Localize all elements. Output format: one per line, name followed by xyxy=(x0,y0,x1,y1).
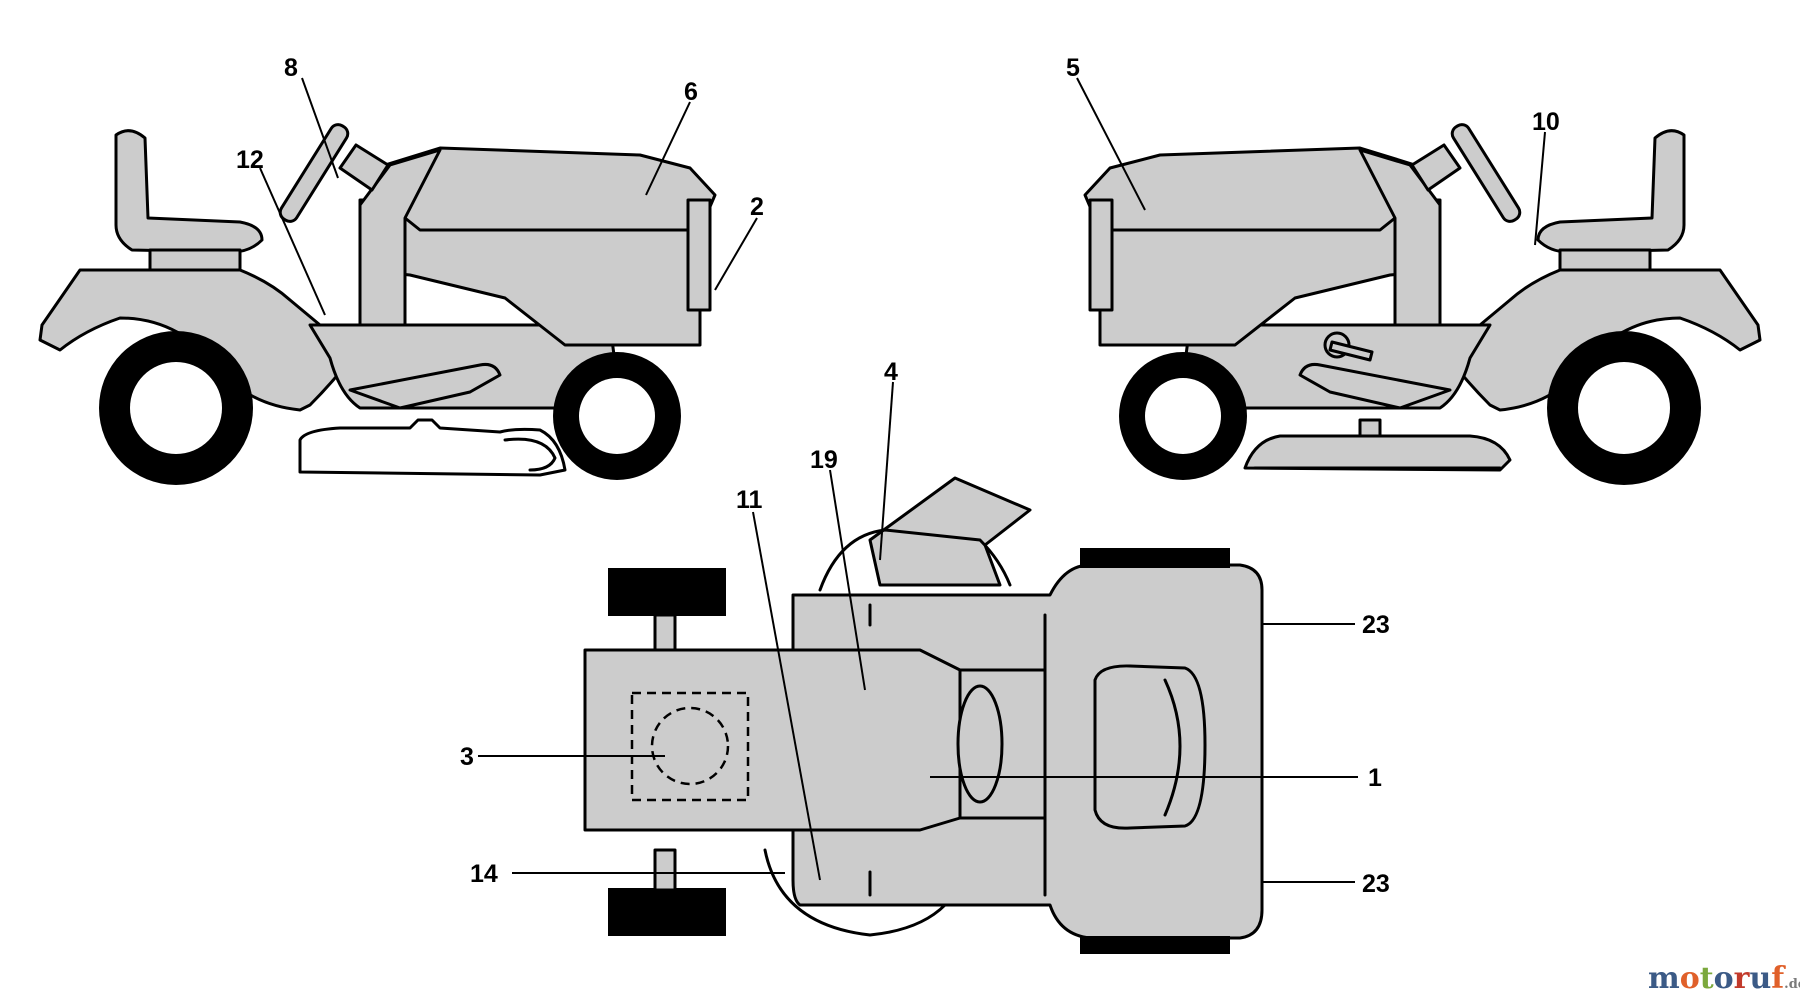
rear-wheel-top-1 xyxy=(1080,548,1230,568)
leader-19 xyxy=(829,469,866,691)
deck-link-left xyxy=(348,363,502,410)
callout-23b: 23 xyxy=(1362,870,1390,898)
top-view-tractor xyxy=(583,476,1264,954)
leader-2 xyxy=(714,217,758,291)
mower-deck-left xyxy=(298,418,567,477)
dash-left xyxy=(358,148,442,327)
leader-12 xyxy=(259,167,326,316)
leader-6 xyxy=(645,101,691,196)
callout-14: 14 xyxy=(470,860,498,888)
front-wheel-left xyxy=(553,352,681,480)
callout-4: 4 xyxy=(884,358,898,386)
seat-top xyxy=(1093,664,1207,830)
leader-4 xyxy=(879,381,894,561)
steering-column-left xyxy=(338,143,390,192)
deck-chute-left xyxy=(503,437,557,472)
callout-2: 2 xyxy=(750,193,764,221)
front-wheel-top-1 xyxy=(608,568,726,616)
seat-left xyxy=(114,129,264,254)
callout-1: 1 xyxy=(1368,764,1382,792)
steering-wheel-left xyxy=(278,123,350,223)
front-axle-top-2 xyxy=(653,848,677,892)
callout-labels: 8 12 6 2 5 10 4 19 11 23 3 1 14 23 xyxy=(236,54,1560,898)
grille-left xyxy=(686,198,712,312)
hood-left xyxy=(383,146,717,232)
seat-back-top xyxy=(1163,678,1182,817)
callout-19: 19 xyxy=(810,446,838,474)
leader-8 xyxy=(301,77,339,179)
leader-10 xyxy=(1534,131,1546,246)
leader-5 xyxy=(1076,77,1146,211)
seat-support-left xyxy=(148,248,242,272)
engine-outline-top xyxy=(630,691,750,802)
callout-3: 3 xyxy=(460,743,474,771)
discharge-chute xyxy=(868,476,1032,587)
callout-12: 12 xyxy=(236,146,264,174)
callout-5: 5 xyxy=(1066,54,1080,82)
left-side-view-tractor xyxy=(38,123,717,485)
leader-lines xyxy=(259,77,1546,883)
rear-wheel-left xyxy=(99,331,253,485)
engine-fan-top xyxy=(650,706,730,786)
deck-outline-lower xyxy=(763,848,947,937)
svg-text:motoruf.de: motoruf.de xyxy=(1648,961,1800,995)
motoruf-watermark-logo: motoruf.de xyxy=(1648,961,1800,995)
leader-11 xyxy=(752,511,821,881)
steering-wheel-top xyxy=(956,684,1004,804)
console-top xyxy=(958,668,1047,820)
right-side-view-tractor xyxy=(1083,123,1762,485)
callout-23a: 23 xyxy=(1362,611,1390,639)
hood-top xyxy=(583,648,962,832)
callout-6: 6 xyxy=(684,78,698,106)
callout-10: 10 xyxy=(1532,108,1560,136)
callout-11: 11 xyxy=(736,486,763,514)
callout-8: 8 xyxy=(284,54,298,82)
deck-outline xyxy=(818,528,1012,592)
rear-wheel-top-2 xyxy=(1080,936,1230,954)
front-wheel-top-2 xyxy=(608,888,726,936)
